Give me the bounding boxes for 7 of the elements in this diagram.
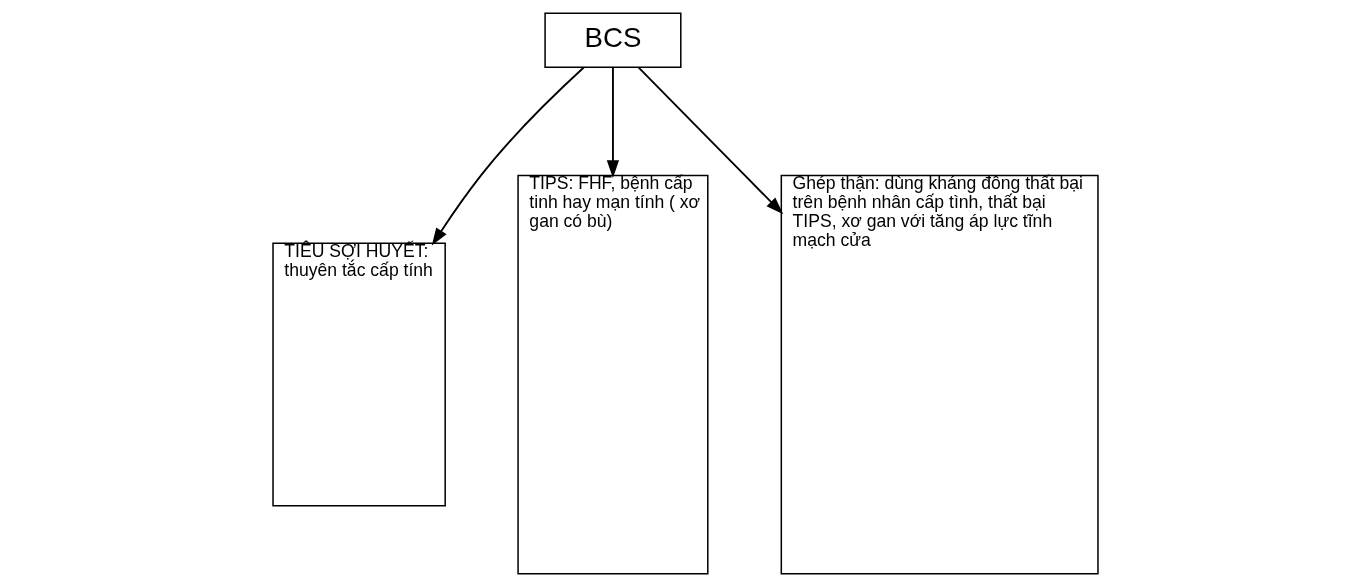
- node-box: TIÊU SỢI HUYẾT: thuyên tắc cấp tính: [272, 242, 446, 507]
- arrow: [431, 66, 585, 246]
- node-box: TIPS: FHF, bệnh cấp tinh hay mạn tính ( xơ gan có bù): [517, 174, 709, 575]
- arrow: [606, 66, 620, 178]
- node-box: Ghép thận: dùng kháng đông thất bại trên bệnh nhân cấp tình, thất bại TIPS, xơ gan với tăng áp lực tĩnh mạch cửa: [780, 174, 1099, 575]
- arrow: [637, 66, 784, 215]
- node-box: BCS: [544, 12, 682, 69]
